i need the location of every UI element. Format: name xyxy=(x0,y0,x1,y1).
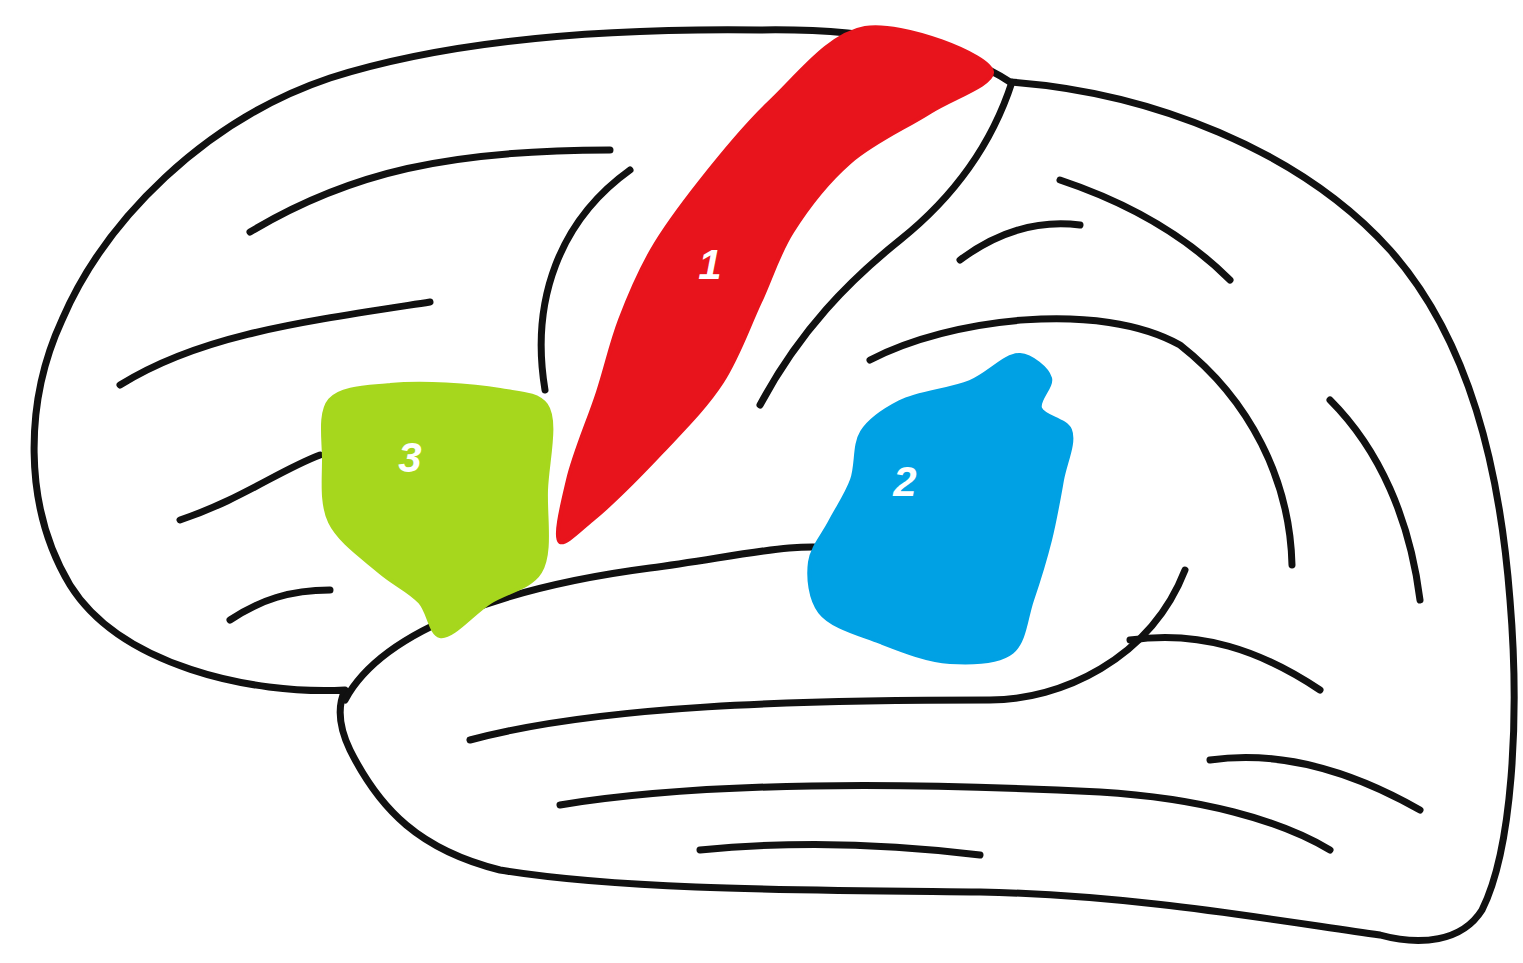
callout-number: 2 xyxy=(893,461,916,503)
callout-number: 1 xyxy=(698,244,721,286)
sulcus xyxy=(180,455,320,520)
sulcus xyxy=(1060,180,1230,280)
brain-region: 2 xyxy=(810,355,1070,662)
brain-region: 3 xyxy=(324,385,546,636)
region-shape xyxy=(810,355,1070,662)
sulcus xyxy=(1210,757,1420,810)
sulcus xyxy=(960,224,1080,260)
region-shape xyxy=(324,385,546,636)
callout-number: 3 xyxy=(398,437,421,479)
sulcus xyxy=(250,150,610,232)
sulcus xyxy=(560,786,1330,850)
sulcus xyxy=(1330,400,1420,600)
sulcus xyxy=(1130,637,1320,690)
region-fill xyxy=(323,384,551,636)
sulcus xyxy=(120,302,430,385)
sulcus xyxy=(700,845,980,855)
sulcus xyxy=(230,590,330,620)
region-fill xyxy=(809,355,1071,663)
